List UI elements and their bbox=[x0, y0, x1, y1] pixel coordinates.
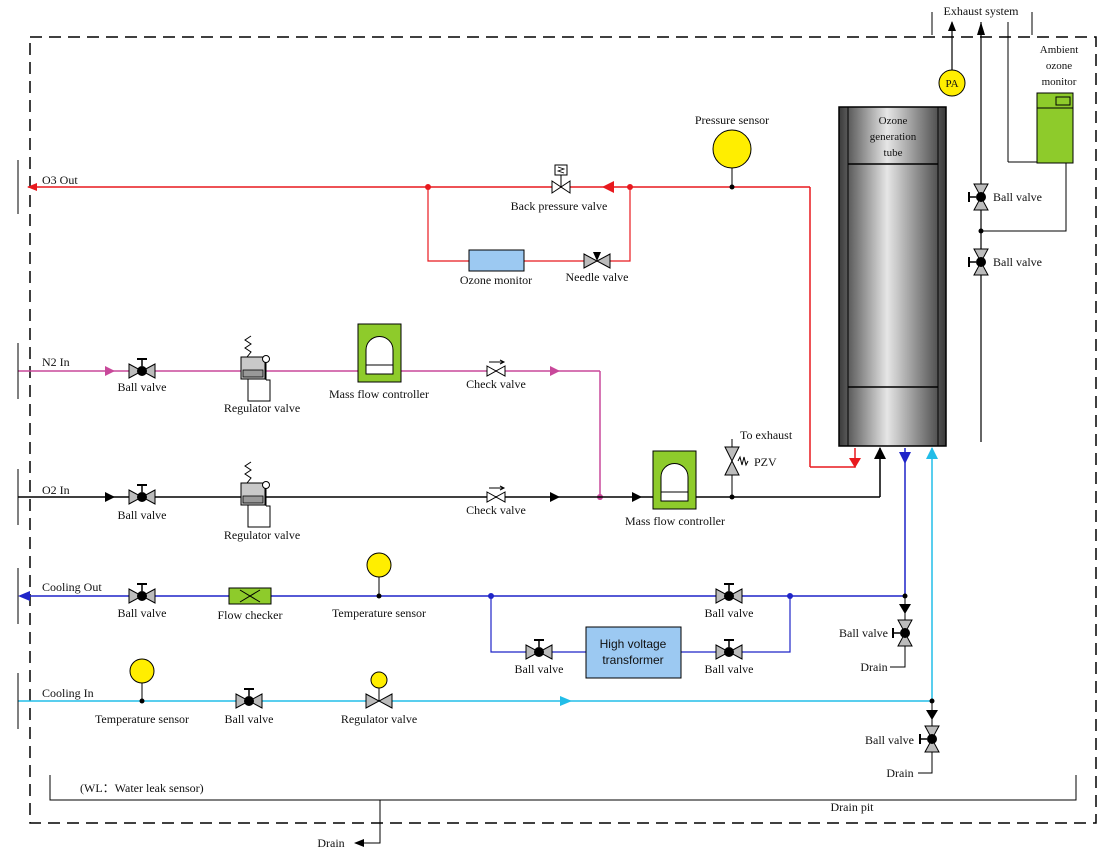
exhaust-upper-ball-valve-label: Ball valve bbox=[993, 190, 1042, 204]
cooling-in-regulator-label: Regulator valve bbox=[341, 712, 417, 726]
o2-regulator-valve bbox=[240, 461, 271, 528]
tube-label-3: tube bbox=[884, 147, 903, 159]
transformer-outlet-ball-valve-label: Ball valve bbox=[705, 662, 754, 676]
cooling-out-temperature-sensor bbox=[366, 552, 392, 578]
cooling-out-ball-valve-label: Ball valve bbox=[118, 606, 167, 620]
exhaust-lower-ball-valve bbox=[968, 248, 989, 276]
cooling-in-drain-label: Drain bbox=[886, 766, 913, 780]
bypass-ball-valve-label: Ball valve bbox=[705, 606, 754, 620]
o2-ball-valve bbox=[128, 484, 156, 505]
main-drain-label: Drain bbox=[317, 836, 344, 850]
pressure-sensor bbox=[712, 129, 752, 169]
pa-label: PA bbox=[945, 78, 958, 90]
transformer-inlet-ball-valve-label: Ball valve bbox=[515, 662, 564, 676]
cooling-out-drain-valve-label: Ball valve bbox=[839, 626, 888, 640]
high-voltage-transformer bbox=[585, 626, 682, 679]
enclosure-boundary bbox=[29, 36, 1097, 824]
cooling-out-temp-label: Temperature sensor bbox=[332, 606, 426, 620]
transformer-outlet-ball-valve bbox=[715, 639, 743, 660]
ozone-output-line bbox=[27, 167, 861, 468]
ozone-monitor-label: Ozone monitor bbox=[460, 273, 532, 287]
junction-dot bbox=[978, 228, 984, 234]
n2-mfc-label: Mass flow controller bbox=[329, 387, 429, 401]
exhaust-upper-ball-valve bbox=[968, 183, 989, 211]
cooling-in-drain-ball-valve bbox=[919, 725, 940, 753]
to-exhaust-label: To exhaust bbox=[740, 428, 793, 442]
n2-ball-valve bbox=[128, 358, 156, 379]
n2-in-label: N2 In bbox=[42, 355, 70, 369]
drain-pit-label: Drain pit bbox=[831, 800, 875, 814]
cooling-out-ball-valve bbox=[128, 583, 156, 604]
flow-checker-label: Flow checker bbox=[218, 608, 283, 622]
needle-valve bbox=[583, 252, 611, 269]
exhaust-arrow bbox=[977, 22, 985, 35]
back-pressure-valve bbox=[551, 164, 571, 194]
drain-pit-outline bbox=[49, 775, 1077, 801]
ambient-monitor-label-1: Ambient bbox=[1040, 44, 1079, 56]
back-pressure-valve-label: Back pressure valve bbox=[511, 199, 608, 213]
transformer-label-2: transformer bbox=[602, 653, 663, 667]
ambient-monitor-label-2: ozone bbox=[1046, 60, 1072, 72]
cooling-in-ball-valve-label: Ball valve bbox=[225, 712, 274, 726]
monitor-return-line bbox=[981, 162, 1067, 232]
o2-in-label: O2 In bbox=[42, 483, 70, 497]
pa-sensor bbox=[938, 69, 966, 97]
transformer-inlet-ball-valve bbox=[525, 639, 553, 660]
o2-mfc-label: Mass flow controller bbox=[625, 514, 725, 528]
cooling-in-temperature-sensor bbox=[129, 658, 155, 684]
cooling-out-drain-label: Drain bbox=[860, 660, 887, 674]
cooling-in-line bbox=[18, 447, 938, 774]
tube-label-1: Ozone bbox=[879, 115, 908, 127]
ambient-monitor-label-3: monitor bbox=[1042, 76, 1077, 88]
needle-valve-label: Needle valve bbox=[566, 270, 629, 284]
n2-mass-flow-controller bbox=[357, 323, 402, 383]
o2-ball-valve-label: Ball valve bbox=[118, 508, 167, 522]
exhaust-system-label: Exhaust system bbox=[944, 4, 1020, 18]
cooling-in-drain-valve-label: Ball valve bbox=[865, 733, 914, 747]
oxygen-line bbox=[18, 447, 886, 502]
cooling-out-line bbox=[18, 448, 911, 668]
o2-check-valve bbox=[486, 485, 506, 503]
drain-outlet-line bbox=[354, 800, 381, 847]
cooling-in-label: Cooling In bbox=[42, 686, 94, 700]
o2-regulator-valve-label: Regulator valve bbox=[224, 528, 300, 542]
flow-checker bbox=[228, 587, 272, 605]
exhaust-lower-ball-valve-label: Ball valve bbox=[993, 255, 1042, 269]
transformer-label-1: High voltage bbox=[600, 637, 667, 651]
n2-ball-valve-label: Ball valve bbox=[118, 380, 167, 394]
cooling-in-regulator-valve bbox=[365, 671, 393, 709]
pzv-label: PZV bbox=[754, 455, 777, 469]
o3-out-label: O3 Out bbox=[42, 173, 78, 187]
o2-mass-flow-controller bbox=[652, 450, 697, 510]
cooling-in-ball-valve bbox=[235, 688, 263, 709]
n2-check-valve bbox=[486, 359, 506, 377]
n2-check-valve-label: Check valve bbox=[466, 377, 526, 391]
pressure-sensor-label: Pressure sensor bbox=[695, 113, 769, 127]
cooling-out-label: Cooling Out bbox=[42, 580, 102, 594]
ambient-ozone-monitor bbox=[1036, 92, 1074, 164]
ozone-monitor bbox=[468, 249, 525, 272]
o2-check-valve-label: Check valve bbox=[466, 503, 526, 517]
tube-label-2: generation bbox=[870, 131, 917, 143]
pzv-valve bbox=[724, 439, 749, 476]
ozone-generation-tube bbox=[838, 106, 947, 447]
n2-regulator-valve-label: Regulator valve bbox=[224, 401, 300, 415]
n2-regulator-valve bbox=[240, 335, 271, 402]
water-leak-note: (WL：Water leak sensor) bbox=[80, 781, 204, 795]
monitor-exhaust-line bbox=[1007, 22, 1039, 163]
bypass-ball-valve bbox=[715, 583, 743, 604]
cooling-out-drain-ball-valve bbox=[892, 619, 913, 647]
cooling-in-temp-label: Temperature sensor bbox=[95, 712, 189, 726]
